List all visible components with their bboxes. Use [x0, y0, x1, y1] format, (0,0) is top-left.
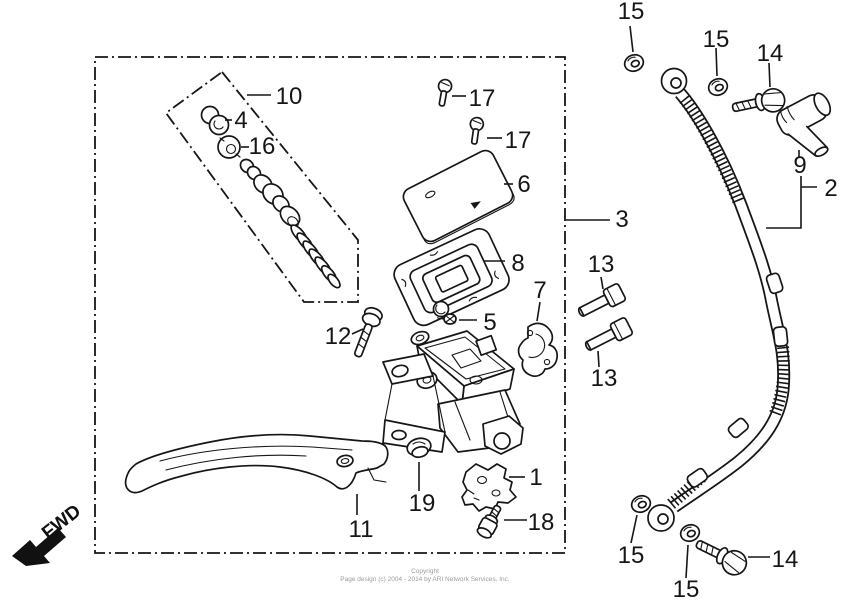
hose-boot-drawing — [776, 92, 832, 158]
copyright-line1: Copyright — [411, 568, 439, 575]
reservoir-screw-upper-drawing — [437, 78, 453, 107]
fwd-arrow-icon — [12, 528, 66, 566]
callout-13-upper[interactable]: 13 — [588, 251, 615, 278]
lever-pivot-bolt-drawing — [353, 306, 383, 358]
joint-bracket-drawing — [461, 463, 517, 512]
callout-3[interactable]: 3 — [615, 206, 628, 233]
sealing-washer-drawing — [707, 77, 729, 97]
sealing-washer-drawing — [623, 53, 645, 73]
sealing-washer-drawing — [630, 494, 652, 514]
diagram-frame — [94, 56, 566, 554]
diaphragm-drawing — [393, 227, 510, 327]
callout-14-bot[interactable]: 14 — [772, 546, 799, 573]
hose-ferrule — [772, 325, 789, 348]
reservoir-cover-drawing — [402, 149, 515, 245]
piston-drawing — [239, 158, 301, 228]
outlet-boss — [475, 334, 498, 357]
stopper-screw-drawing — [432, 300, 457, 325]
bore-hole — [493, 432, 511, 450]
fwd-arrow: FWD — [12, 501, 85, 566]
callout-15-bot-left[interactable]: 15 — [618, 542, 645, 569]
callout-15-bot-mid[interactable]: 15 — [673, 576, 700, 603]
callout-18[interactable]: 18 — [528, 509, 555, 536]
callout-4[interactable]: 4 — [234, 107, 247, 134]
callout-5[interactable]: 5 — [483, 309, 496, 336]
mount-lug — [410, 330, 430, 346]
callout-17-lower[interactable]: 17 — [505, 127, 532, 154]
callout-15-top-left[interactable]: 15 — [618, 0, 645, 25]
piston-kit-drawing — [200, 105, 341, 289]
hose-ferrule — [727, 417, 749, 439]
copyright-line2: Page design (c) 2004 - 2014 by ARI Netwo… — [340, 576, 510, 583]
callout-13-lower[interactable]: 13 — [591, 365, 618, 392]
reservoir-screw-lower-drawing — [469, 116, 485, 145]
piston-kit-frame — [164, 70, 359, 303]
callout-7[interactable]: 7 — [533, 277, 546, 304]
leader-lines — [225, 25, 817, 579]
callout-10[interactable]: 10 — [276, 83, 303, 110]
callout-11[interactable]: 11 — [349, 516, 374, 543]
callout-1[interactable]: 1 — [529, 464, 542, 491]
callout-19[interactable]: 19 — [409, 490, 436, 517]
sealing-washer-drawing — [679, 523, 701, 543]
clamp-bolt-upper-drawing — [577, 283, 627, 317]
callout-9[interactable]: 9 — [793, 152, 806, 179]
banjo-bolt-bottom-drawing — [695, 540, 748, 576]
bracket-bolt-drawing — [476, 504, 502, 539]
callout-15-top-mid[interactable]: 15 — [703, 26, 730, 53]
brake-hose-drawing — [647, 67, 791, 532]
dome-nut-drawing — [406, 437, 432, 459]
hose-ferrule — [765, 272, 784, 295]
spring-drawing — [290, 224, 341, 289]
callout-6[interactable]: 6 — [517, 171, 530, 198]
hose-ferrule — [686, 467, 709, 488]
brake-lever-drawing — [124, 433, 389, 494]
callout-12[interactable]: 12 — [325, 323, 352, 350]
callout-8[interactable]: 8 — [511, 250, 524, 277]
sight-window — [451, 348, 482, 369]
master-cylinder-drawing — [382, 330, 524, 455]
callout-16[interactable]: 16 — [249, 133, 276, 160]
callout-2[interactable]: 2 — [824, 175, 837, 202]
hose-guard-mid — [768, 346, 790, 419]
hose-clamp-drawing — [517, 322, 559, 378]
clamp-bolt-lower-drawing — [584, 317, 634, 351]
copyright-block: Copyright Page design (c) 2004 - 2014 by… — [340, 568, 510, 583]
callout-14-top[interactable]: 14 — [757, 40, 784, 67]
banjo-bolt-top-drawing — [731, 88, 786, 113]
callout-17-upper[interactable]: 17 — [469, 85, 496, 112]
